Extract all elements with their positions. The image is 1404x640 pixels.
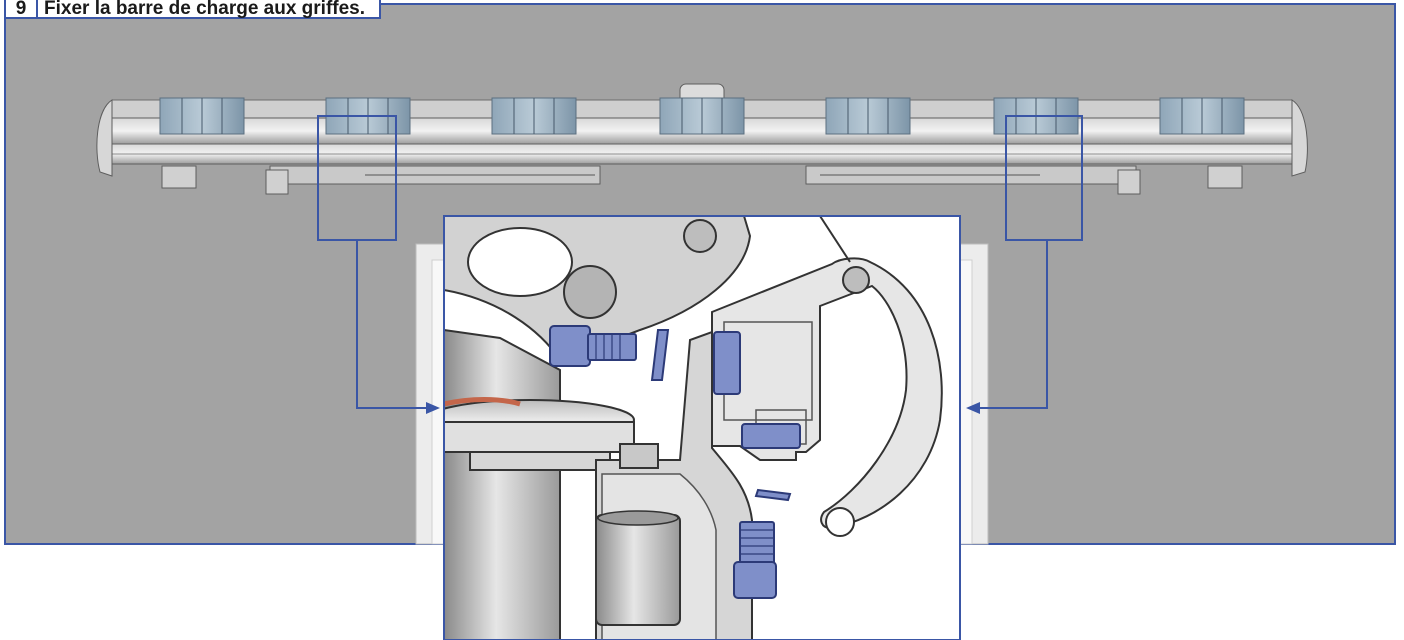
arrow-left-head: [426, 402, 440, 414]
detail-view: [443, 215, 961, 640]
callout-right: [978, 115, 1083, 409]
step-header: 9 Fixer la barre de charge aux griffes.: [4, 0, 382, 19]
arrow-right-head: [966, 402, 980, 414]
callout-left: [317, 115, 428, 409]
load-bar-overview: [96, 83, 1308, 195]
step-instruction: Fixer la barre de charge aux griffes.: [44, 0, 366, 19]
step-number: 9: [6, 0, 38, 18]
